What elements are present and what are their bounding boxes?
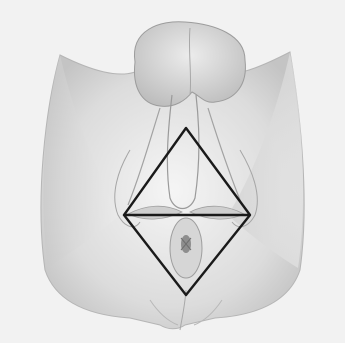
illustration-canvas <box>0 0 345 343</box>
anatomical-diagram <box>0 0 345 343</box>
